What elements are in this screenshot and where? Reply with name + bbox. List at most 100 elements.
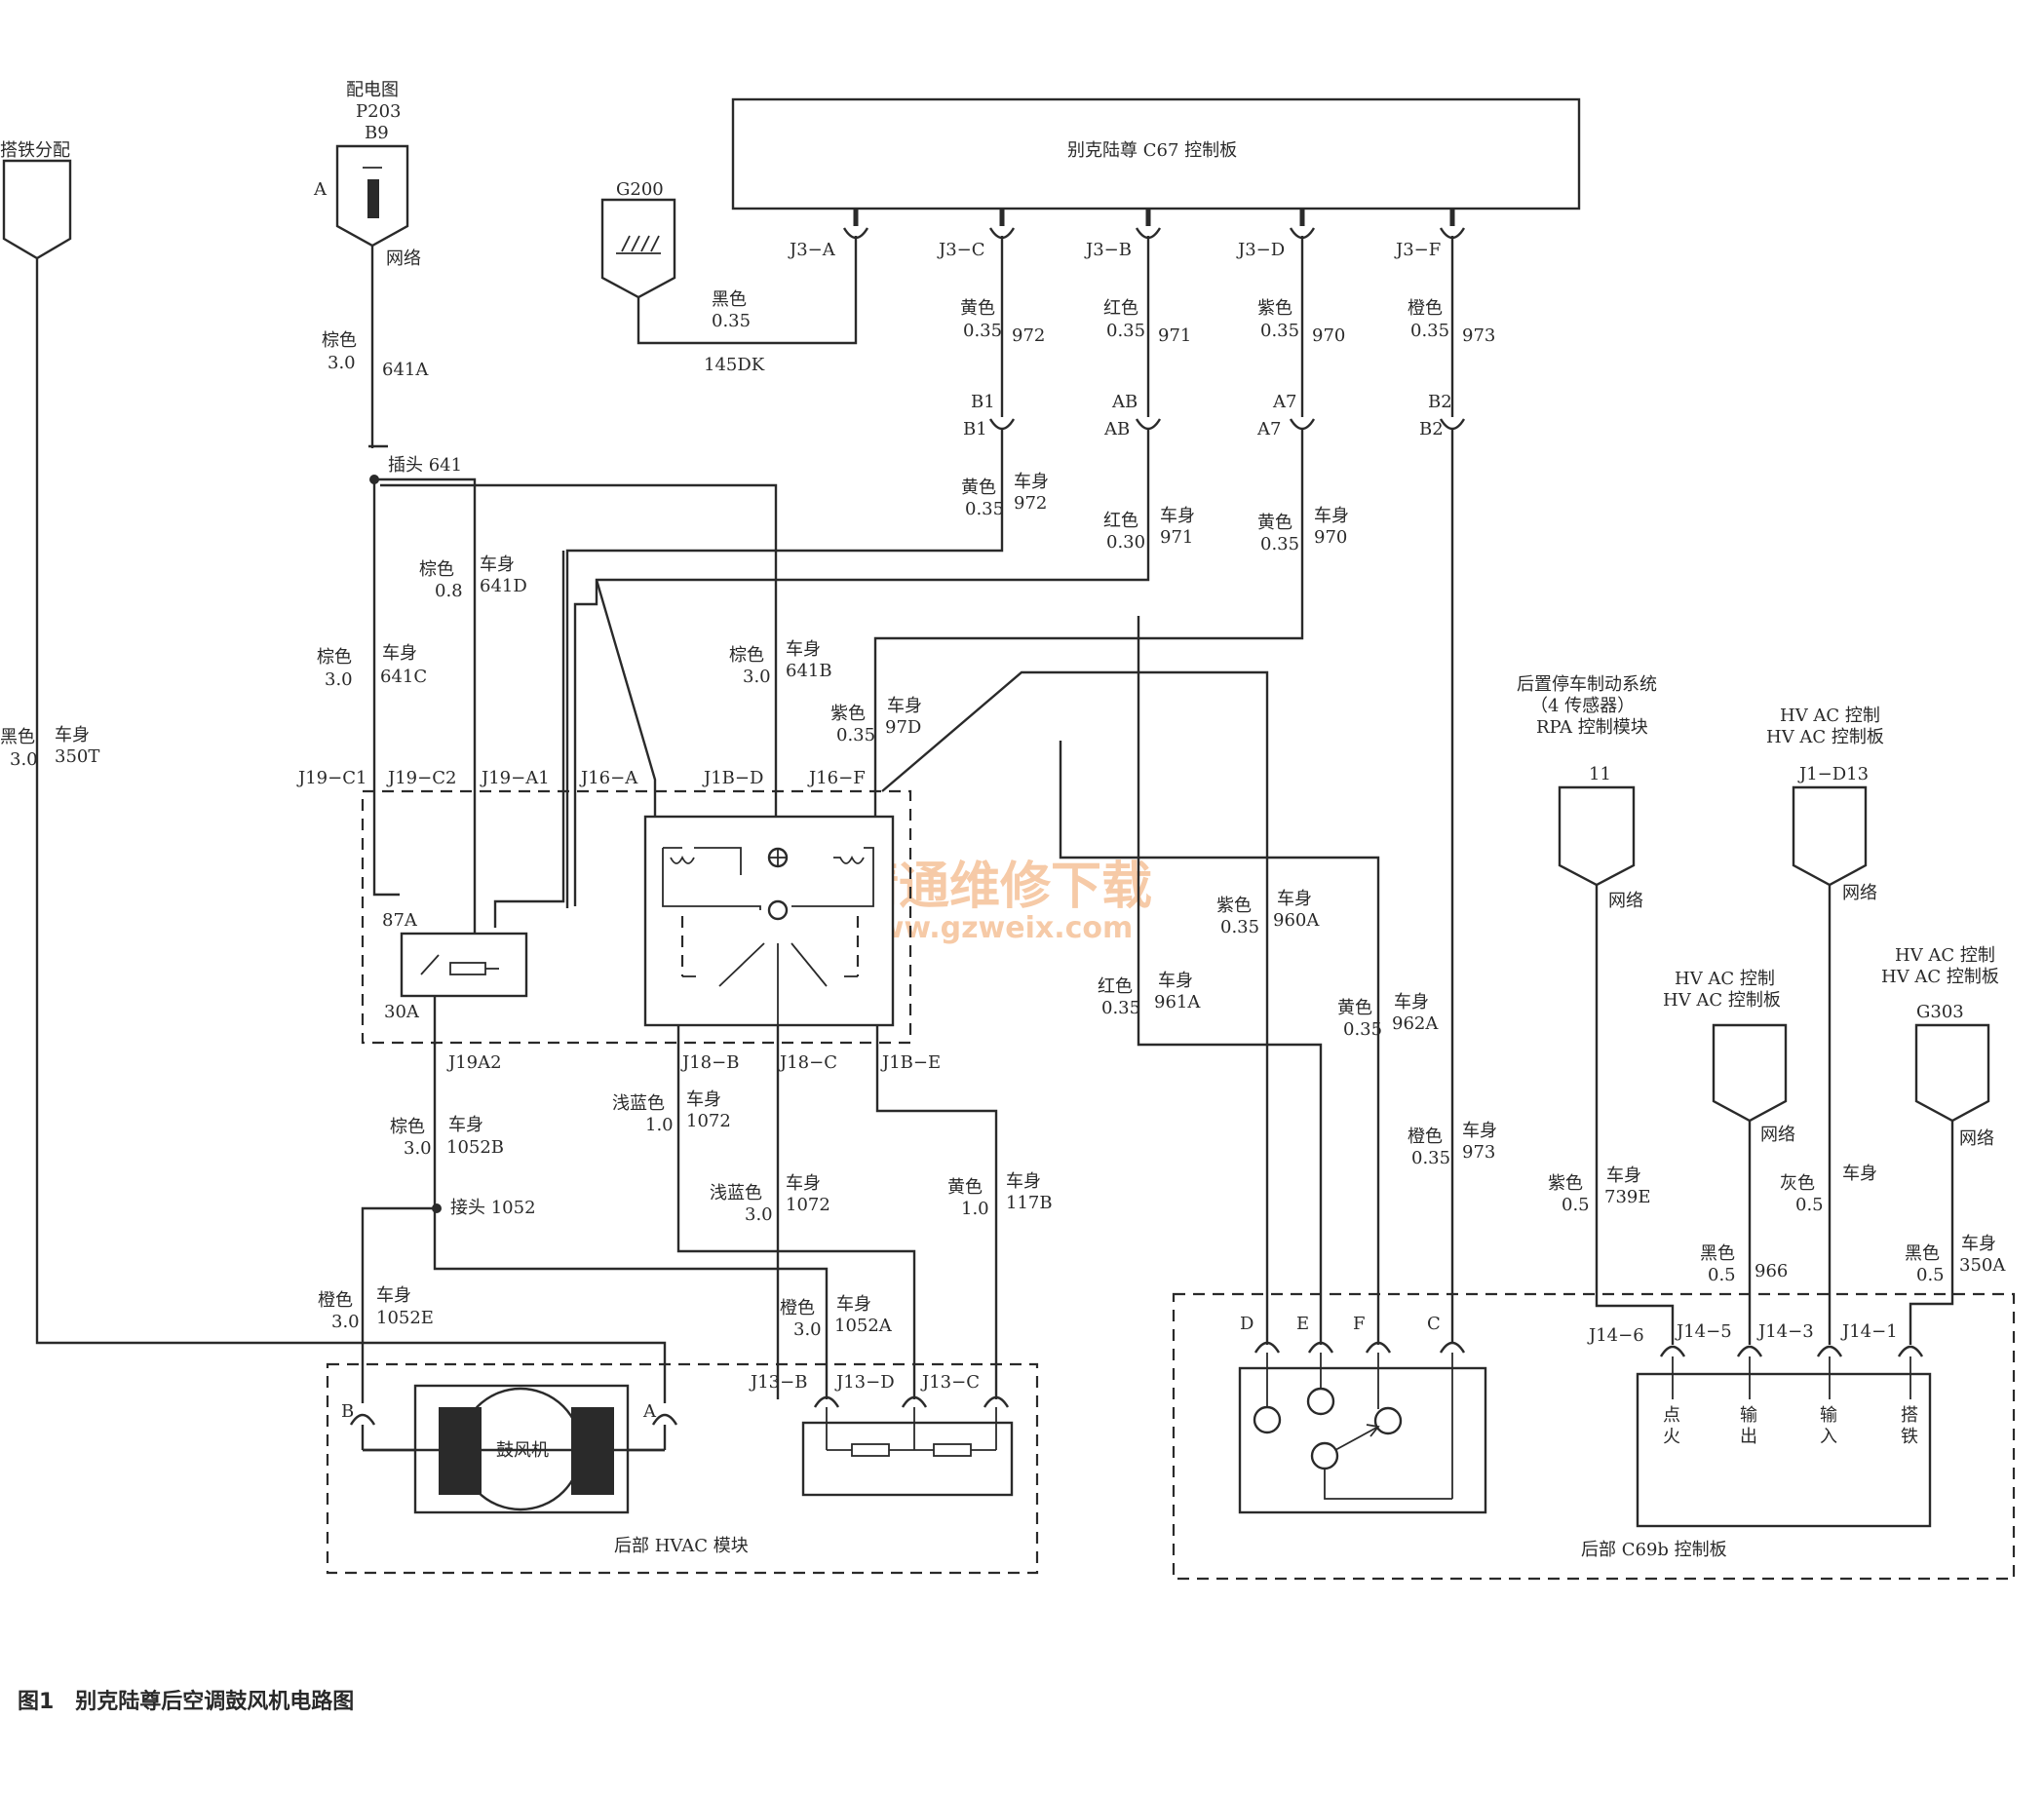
splice-1052-label: 接头 1052 (450, 1198, 536, 1218)
w970b-gauge: 0.35 (1260, 534, 1299, 554)
rpa-pin: 11 (1589, 764, 1611, 784)
w971b-color: 红色 (1103, 511, 1138, 531)
w973a-circuit: 973 (1462, 325, 1495, 346)
w973b-gauge: 0.35 (1411, 1148, 1450, 1168)
w641b-harness: 车身 (786, 639, 821, 660)
wgray-color: 灰色 (1780, 1173, 1815, 1194)
w97d-color: 紫色 (830, 704, 866, 724)
inline-connector-a7: A7 A7 (1256, 392, 1316, 439)
w641d-circuit: 641D (480, 576, 527, 596)
conn-b2-top: B2 (1428, 392, 1452, 412)
w350a-circuit: 350A (1959, 1255, 2006, 1276)
w966-circuit: 966 (1755, 1261, 1788, 1281)
func-output-1: 输 (1740, 1405, 1757, 1426)
c69b-control-board: 后部 C69b 控制板 D E F C J14−6 J14−5 J14−3 J1… (1172, 1292, 2016, 1581)
hvac-control-2: HV AC 控制 HV AC 控制板 网络 (1663, 969, 1795, 1345)
conn-b2-bottom: B2 (1419, 419, 1444, 439)
pin-j18-b: J18−B (680, 1052, 739, 1073)
func-input-1: 输 (1820, 1405, 1837, 1426)
pin-j18-c: J18−C (778, 1052, 837, 1073)
ground-g200: G200 黑色 0.35 145DK (600, 179, 858, 375)
w973b-color: 橙色 (1408, 1127, 1443, 1147)
func-input-2: 入 (1820, 1427, 1837, 1447)
w145dk-gauge: 0.35 (712, 311, 751, 331)
hvac-ctrl3-pin: G303 (1916, 1002, 1964, 1022)
func-ignition-2: 火 (1663, 1427, 1680, 1447)
ground-wire-harness: 车身 (55, 725, 90, 745)
inline-connector-ab: AB AB (1103, 392, 1162, 439)
motor-pin-b: B (341, 1401, 354, 1422)
w145dk-circuit: 145DK (704, 355, 765, 375)
fuse-icon (367, 179, 379, 218)
w972b-harness: 车身 (1014, 472, 1049, 492)
w1052b-circuit: 1052B (446, 1137, 504, 1158)
w1052a-harness: 车身 (836, 1294, 871, 1315)
c69b-label: 后部 C69b 控制板 (1581, 1540, 1727, 1560)
ground-dist-label: 搭铁分配 (0, 140, 70, 161)
w1072b-color: 浅蓝色 (710, 1183, 762, 1203)
w1072a-color: 浅蓝色 (612, 1093, 665, 1114)
w970b-color: 黄色 (1257, 513, 1292, 533)
w739e-gauge: 0.5 (1562, 1195, 1590, 1215)
w1052b-color: 棕色 (390, 1117, 425, 1137)
w641a-gauge: 3.0 (328, 353, 356, 373)
w971-gauge: 0.35 (1106, 321, 1145, 341)
hvac-control-3: HV AC 控制 HV AC 控制板 G303 网络 (1881, 945, 1999, 1345)
splice-641-label: 插头 641 (388, 455, 462, 476)
rpa-line3: RPA 控制模块 (1536, 717, 1648, 738)
pin-j19-a1: J19−A1 (480, 768, 550, 788)
func-ground-2: 铁 (1901, 1427, 1918, 1447)
w961a-harness: 车身 (1158, 971, 1193, 991)
w641d-gauge: 0.8 (435, 581, 463, 601)
w641c-circuit: 641C (380, 667, 427, 687)
w970b-circuit: 970 (1314, 527, 1347, 548)
w117b-color: 黄色 (947, 1177, 983, 1198)
c67-pin-j3a: J3−A (788, 209, 869, 260)
w962a-color: 黄色 (1337, 998, 1372, 1018)
w739e-harness: 车身 (1606, 1165, 1641, 1186)
w1052e-gauge: 3.0 (331, 1312, 360, 1332)
ground-wire-circuit: 350T (55, 746, 99, 767)
w97d-gauge: 0.35 (836, 725, 875, 745)
w962a-gauge: 0.35 (1343, 1019, 1382, 1040)
w1072a-gauge: 1.0 (645, 1115, 674, 1135)
hvac-ctrl2-net: 网络 (1760, 1125, 1795, 1145)
ground-wire-gauge: 3.0 (10, 749, 38, 770)
w117b-gauge: 1.0 (961, 1199, 989, 1219)
w739e-color: 紫色 (1548, 1173, 1583, 1194)
w970b-harness: 车身 (1314, 506, 1349, 526)
c67-pin-j3b: J3−B (1084, 209, 1162, 260)
w739e-circuit: 739E (1604, 1187, 1651, 1207)
w966-color: 黑色 (1700, 1243, 1735, 1264)
conn-b1-top: B1 (971, 392, 995, 412)
fuse-block-title: 配电图 (346, 80, 399, 100)
w962a-circuit: 962A (1392, 1013, 1439, 1034)
fuse-block-side: A (313, 179, 328, 200)
w971b-gauge: 0.30 (1106, 532, 1145, 553)
inline-connector-b2: B2 B2 (1419, 392, 1466, 439)
selector-switch-icon (1253, 1353, 1453, 1500)
relay-box: J19−C1 J19−C2 J19−A1 J16−A J1B−D J16−F 8… (296, 768, 941, 1073)
w350a-color: 黑色 (1905, 1243, 1940, 1264)
w145dk-color: 黑色 (712, 289, 747, 310)
w962a-harness: 车身 (1394, 992, 1429, 1012)
w973b-circuit: 973 (1462, 1142, 1495, 1163)
fuse-block-p203: 配电图 P203 B9 A 网络 棕色 3.0 641A (313, 80, 429, 448)
w641d-color: 棕色 (419, 559, 454, 580)
func-ground-1: 搭 (1901, 1405, 1918, 1426)
w641c-harness: 车身 (382, 643, 417, 664)
w1072b-gauge: 3.0 (745, 1204, 773, 1225)
w972-gauge: 0.35 (963, 321, 1002, 341)
splice-1052-dot (432, 1203, 442, 1213)
resistor-pack-icon (826, 1407, 997, 1457)
hvac-ctrl3-line2: HV AC 控制板 (1881, 967, 1999, 987)
w641b-circuit: 641B (786, 661, 832, 681)
w961a-color: 红色 (1098, 976, 1133, 997)
w970-gauge: 0.35 (1260, 321, 1299, 341)
hvac-control-1: HV AC 控制 HV AC 控制板 J1−D13 网络 (1766, 706, 1884, 1345)
hvac-ctrl1-pin: J1−D13 (1797, 764, 1869, 784)
pin-j19-c2: J19−C2 (386, 768, 456, 788)
w1052b-gauge: 3.0 (404, 1138, 432, 1159)
blower-motor-label: 鼓风机 (496, 1440, 549, 1461)
